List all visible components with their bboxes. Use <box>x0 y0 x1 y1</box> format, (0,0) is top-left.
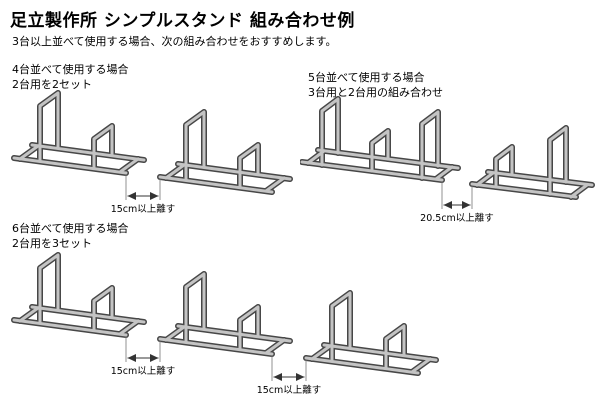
dimension-label: 15cm以上離す <box>111 365 176 377</box>
caption-5-stands-line2: 3台用と2台用の組み合わせ <box>308 85 443 99</box>
dimension-annotation: 20.5cm以上離す <box>420 182 494 224</box>
page-subtitle: 3台以上並べて使用する場合、次の組み合わせをおすすめします。 <box>12 35 337 48</box>
diagram-4-stands-illustration: 15cm以上離す <box>8 86 298 215</box>
stand-set-3bay <box>302 99 458 180</box>
page-title: 足立製作所 シンプルスタンド 組み合わせ例 <box>10 11 355 31</box>
stand-set-2bay <box>160 112 290 192</box>
dimension-annotation: 15cm以上離す <box>111 175 176 215</box>
caption-5-stands: 5台並べて使用する場合 3台用と2台用の組み合わせ <box>308 71 443 101</box>
stand-set-2bay <box>14 93 144 173</box>
stand-set-2bay <box>472 128 592 197</box>
diagram-6-stands-illustration: 15cm以上離す 15cm以上離す <box>8 250 444 396</box>
caption-6-stands-line2: 2台用を3セット <box>12 236 92 250</box>
dimension-annotation: 15cm以上離す <box>257 356 322 396</box>
dimension-label: 20.5cm以上離す <box>420 212 494 224</box>
caption-4-stands-line1: 4台並べて使用する場合 <box>12 63 129 76</box>
dimension-label: 15cm以上離す <box>257 384 322 396</box>
caption-6-stands-line1: 6台並べて使用する場合 <box>12 222 129 235</box>
caption-4-stands-line2: 2台用を2セット <box>12 77 92 91</box>
dimension-label: 15cm以上離す <box>111 203 176 215</box>
dimension-annotation: 15cm以上離す <box>111 337 176 377</box>
caption-5-stands-line1: 5台並べて使用する場合 <box>308 71 425 84</box>
stand-set-2bay <box>14 255 144 335</box>
stand-set-2bay <box>306 293 436 373</box>
caption-4-stands: 4台並べて使用する場合 2台用を2セット <box>12 63 129 93</box>
caption-6-stands: 6台並べて使用する場合 2台用を3セット <box>12 222 129 252</box>
diagram-5-stands-illustration: 20.5cm以上離す <box>300 92 596 224</box>
stand-set-2bay <box>160 274 290 354</box>
